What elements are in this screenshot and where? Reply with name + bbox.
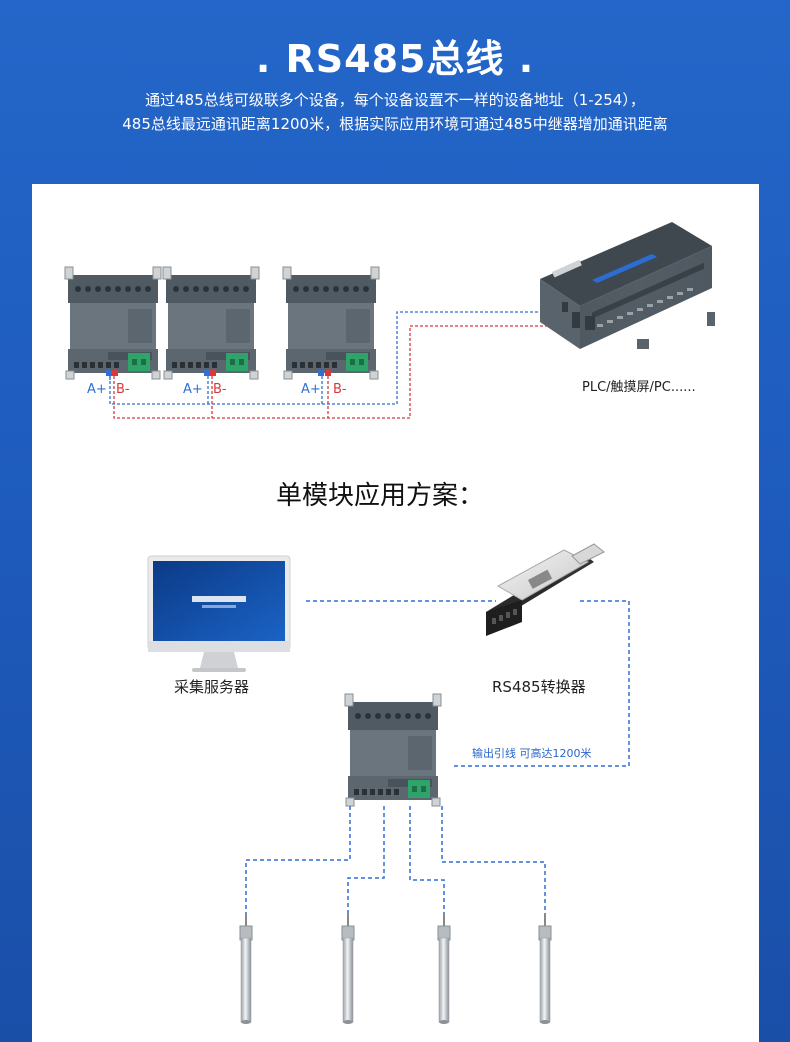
module-2-a-label: A+: [183, 382, 203, 397]
module-3-b-label: B-: [333, 382, 347, 397]
server-monitor: [147, 555, 291, 672]
plc-label: PLC/触摸屏/PC......: [582, 380, 696, 395]
subtitle-line-1: 通过485总线可级联多个设备，每个设备设置不一样的设备地址（1-254），: [145, 91, 645, 109]
io-module-1: [64, 266, 162, 380]
terminal-markers: [106, 370, 331, 376]
bottom-wiring: [245, 600, 630, 914]
sensor-probe-3: [437, 913, 451, 1025]
module-2-b-label: B-: [213, 382, 227, 397]
section-title: 单模块应用方案：: [276, 481, 484, 511]
module-1-b-label: B-: [116, 382, 130, 397]
io-module-2: [162, 266, 260, 380]
rs485-converter: [486, 543, 605, 636]
sensor-probe-2: [341, 913, 355, 1025]
sensor-group: [239, 913, 552, 1025]
io-module-main: [344, 693, 442, 807]
header: . RS485总线 . 通过485总线可级联多个设备，每个设备设置不一样的设备地…: [0, 0, 790, 184]
server-label: 采集服务器: [174, 678, 249, 696]
content-card: PLC/触摸屏/PC...... A+ B- A+ B- A+ B-: [32, 184, 759, 1042]
sensor-probe-4: [538, 913, 552, 1025]
cable-note: 输出引线 可高达1200米: [472, 746, 592, 760]
module-1-a-label: A+: [87, 382, 107, 397]
rs485-bus-wiring: [109, 311, 550, 419]
converter-label: RS485转换器: [492, 678, 586, 696]
sensor-probe-1: [239, 913, 253, 1025]
io-module-3: [282, 266, 380, 380]
page-title: . RS485总线 .: [255, 37, 535, 81]
module-chain: [64, 266, 380, 380]
subtitle-line-2: 485总线最远通讯距离1200米，根据实际应用环境可通过485中继器增加通讯距离: [122, 115, 668, 133]
plc-device: [540, 222, 715, 349]
diagram-canvas: PLC/触摸屏/PC...... A+ B- A+ B- A+ B-: [64, 222, 715, 1025]
module-3-a-label: A+: [301, 382, 321, 397]
